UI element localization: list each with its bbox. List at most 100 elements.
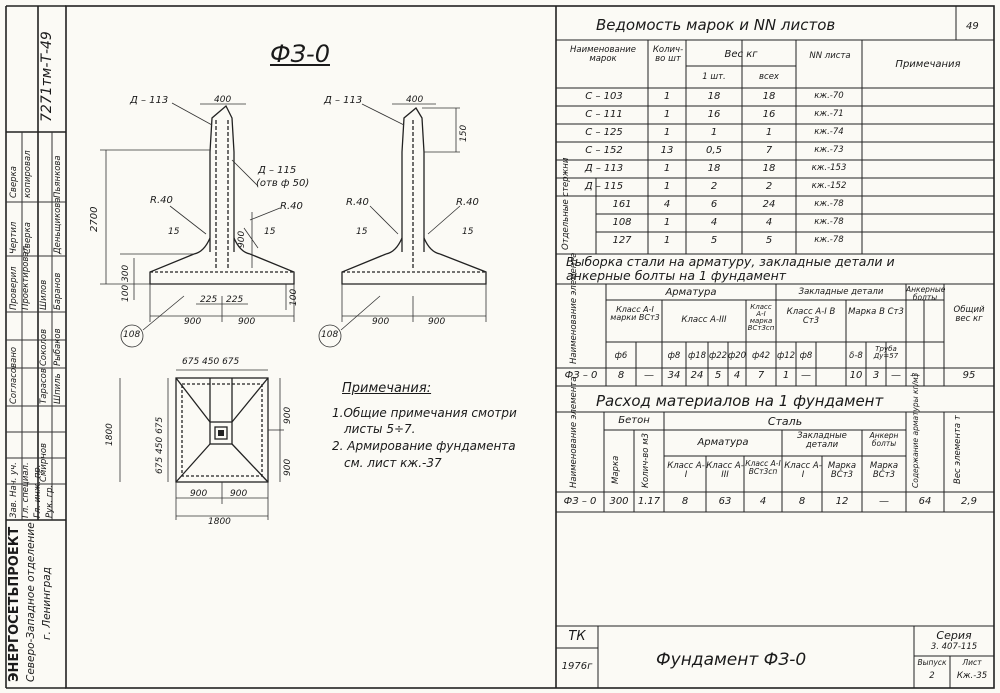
stamp-role: Зав. Нач. уч.	[9, 462, 19, 518]
table-cell: 1	[782, 370, 790, 381]
table-cell: 4	[759, 496, 767, 507]
stamp-sign-top2: копировал	[23, 150, 33, 198]
table-cell: 127	[612, 235, 632, 246]
table-cell: 1	[663, 127, 671, 138]
dim-label: 675 450 675	[155, 416, 165, 474]
table-cell: 1	[663, 163, 671, 174]
table-cell: кж.-78	[814, 217, 844, 227]
table-cell: 13	[660, 145, 674, 156]
dim-label: 225	[226, 295, 244, 305]
notes-line: листы 5÷7.	[344, 422, 416, 436]
table-header: Класс А-I марки ВСт3	[610, 305, 660, 322]
table-header: Колич-во шт	[652, 45, 684, 64]
titleblock-seria-no: 3. 407-115	[930, 642, 978, 652]
table-header: ф12	[776, 351, 796, 361]
table-header: Марка	[611, 455, 621, 484]
stamp-role: Гл. специал.	[21, 462, 31, 518]
stamp-name: Соколов	[39, 328, 49, 366]
stamp-role: Рук. гр.	[45, 484, 55, 518]
table-cell: 1	[663, 91, 671, 102]
table-cell: 6	[710, 199, 718, 210]
table-cell: 5	[710, 235, 718, 246]
stamp-sign-top: Сверка	[9, 166, 19, 198]
table-header: Бетон	[618, 415, 650, 426]
table-header: Колич-во м3	[641, 432, 651, 488]
notes-line: 1.Общие примечания смотри	[332, 406, 517, 420]
stamp-name: Тарасов	[39, 368, 49, 404]
table-cell: 1	[710, 127, 718, 138]
table-cell: —	[910, 370, 920, 381]
dim-label: 1800	[208, 517, 231, 527]
table-cell: —	[801, 370, 811, 381]
dim-label: R.40	[150, 195, 173, 206]
stamp-org-name: ЭНЕРГОСЕТЬПРОЕКТ	[7, 526, 22, 682]
rashod-title: Расход материалов на 1 фундамент	[596, 392, 884, 410]
table-row-name: ФЗ – 0	[563, 496, 597, 507]
stamp-role: Сверка	[23, 222, 33, 254]
table-cell: кж.-74	[814, 127, 844, 137]
table-header: δ-8	[849, 351, 863, 361]
table-header: Наименование марок	[569, 45, 637, 64]
table-cell: кж.-152	[811, 181, 847, 191]
stamp-name: Пьянкова	[53, 155, 63, 198]
table-cell: 5	[714, 370, 722, 381]
table-cell: 18	[762, 91, 776, 102]
table-cell: 2	[710, 181, 718, 192]
table-cell: кж.-70	[814, 91, 844, 101]
table-cell: 4	[765, 217, 773, 228]
table-header: Класс А-III	[706, 461, 744, 480]
stamp-name: Деньщикова	[53, 197, 63, 254]
table-cell: 1	[663, 109, 671, 120]
table-cell: 10	[849, 370, 863, 381]
table-cell: Д – 115	[584, 181, 624, 192]
table-cell: 63	[718, 496, 732, 507]
dim-label: 900	[238, 317, 256, 327]
dim-label: 100 300	[121, 264, 131, 302]
dim-label: Д – 113	[130, 95, 169, 106]
dim-label: 675 450 675	[182, 357, 240, 367]
dim-label: 900	[283, 458, 293, 476]
table-cell: 34	[667, 370, 681, 381]
table-header: Наименование элемента	[569, 252, 579, 364]
table-header: Марка В Ст3	[848, 307, 904, 317]
table-cell: С – 111	[585, 109, 623, 120]
table-header: Труба Ду=57	[873, 345, 899, 360]
stamp-role: Согласовано	[9, 346, 19, 404]
table-header: Класс А-I	[667, 461, 705, 480]
notes-line: 2. Армирование фундамента	[332, 439, 516, 453]
table-cell: кж.-73	[814, 145, 844, 155]
table-cell: кж.-78	[814, 235, 844, 245]
table-cell: 4	[733, 370, 741, 381]
table-header: ф8	[799, 351, 813, 361]
dim-label: Д – 113	[324, 95, 363, 106]
table-header: ф20	[728, 351, 747, 361]
titleblock-year: 1976г	[561, 661, 593, 672]
position-mark: 108	[321, 330, 339, 340]
table-header: Класс А-I В Ст3	[786, 307, 836, 326]
vyborka-title: анкерные болты на 1 фундамент	[566, 268, 787, 283]
table-header: Арматура	[665, 287, 717, 298]
dim-label: R.40	[346, 197, 369, 208]
table-cell: 300	[609, 496, 629, 507]
dim-label: 900	[230, 489, 248, 499]
titleblock-tk: ТК	[568, 629, 586, 644]
drawing-title: ФЗ-0	[270, 40, 330, 68]
table-cell: 24	[690, 370, 704, 381]
table-cell: кж.-153	[811, 163, 847, 173]
titleblock-name: Фундамент ФЗ-0	[656, 650, 807, 670]
table-cell: 64	[918, 496, 932, 507]
dim-label: 400	[406, 95, 424, 105]
table-header: ф18	[687, 351, 707, 361]
table-cell: 1	[663, 235, 671, 246]
table-cell: 16	[762, 109, 776, 120]
table-cell: 18	[762, 163, 776, 174]
dim-label: 15	[356, 227, 368, 237]
table-cell: 12	[835, 496, 849, 507]
table-header: ф8	[667, 351, 681, 361]
table-cell: 1	[765, 127, 773, 138]
table-cell: —	[891, 370, 901, 381]
table-cell: 0,5	[706, 145, 722, 156]
table-cell: 7	[765, 145, 773, 156]
